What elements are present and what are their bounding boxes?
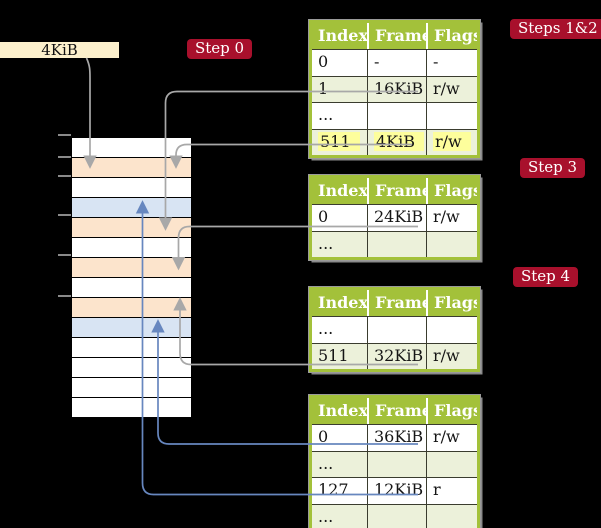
cell-index: 511 (318, 345, 349, 365)
page-table-level-3: Index Frame Flags 0 24KiB r/w ... (308, 174, 481, 261)
memory-frame-table (72, 157, 191, 177)
cell-index: ... (318, 319, 334, 338)
cell-index: ... (318, 453, 334, 473)
memory-frame-table (72, 257, 191, 277)
cell-frame (367, 451, 426, 477)
page-table-level-4: Index Frame Flags 0 - - 1 16KiB r/w ... … (308, 19, 481, 159)
memory-frame-free (72, 277, 191, 297)
cell-frame: - (367, 50, 426, 76)
cell-frame (367, 231, 426, 257)
table-row: 127 12KiB r (312, 477, 477, 504)
address-tick (58, 254, 71, 256)
cell-index: ... (318, 233, 334, 253)
cell-frame (367, 504, 426, 528)
address-tick (58, 156, 71, 158)
cell-frame: 4KiB (367, 129, 426, 155)
cell-frame: 32KiB (367, 343, 426, 369)
table-row: 511 32KiB r/w (312, 342, 477, 369)
memory-frame-free (72, 237, 191, 257)
column-header-flags: Flags (426, 290, 477, 316)
cell-frame (367, 103, 426, 129)
cell-index: 1 (318, 78, 329, 98)
cell-flags: r/w (426, 76, 477, 102)
cell-frame (367, 317, 426, 343)
cell-frame: 16KiB (367, 76, 426, 102)
column-header-index: Index (318, 181, 367, 200)
table-header-row: Index Frame Flags (312, 23, 477, 49)
cell-index: 0 (318, 52, 329, 71)
address-tick (58, 295, 71, 297)
physical-memory-stack (71, 137, 192, 418)
cell-index: 0 (318, 427, 329, 446)
cell-flags (426, 317, 477, 343)
cell-index: 0 (318, 207, 329, 226)
table-header-row: Index Frame Flags (312, 290, 477, 316)
cell-flags: r/w (426, 205, 477, 231)
column-header-flags: Flags (426, 178, 477, 204)
cell-frame: 36KiB (367, 425, 426, 451)
cr3-value-box: 4KiB (0, 42, 119, 58)
cell-frame: 12KiB (367, 478, 426, 504)
cell-flags: - (426, 50, 477, 76)
cell-flags: r/w (426, 343, 477, 369)
highlighted-value: r/w (433, 131, 471, 151)
address-tick (58, 214, 71, 216)
table-header-row: Index Frame Flags (312, 178, 477, 204)
memory-frame-mapped (72, 317, 191, 337)
memory-frame-free (72, 377, 191, 397)
column-header-index: Index (318, 26, 367, 45)
table-header-row: Index Frame Flags (312, 398, 477, 424)
column-header-frame: Frame (367, 23, 426, 49)
badge-step-4: Step 4 (513, 267, 579, 287)
cell-index: ... (318, 506, 334, 526)
table-row: 1 16KiB r/w (312, 75, 477, 102)
memory-frame-free (72, 337, 191, 357)
table-row: ... (312, 102, 477, 129)
highlighted-value: 511 (318, 131, 360, 151)
column-header-flags: Flags (426, 398, 477, 424)
column-header-index: Index (318, 401, 367, 420)
address-tick (58, 175, 71, 177)
memory-frame-table (72, 297, 191, 317)
cell-flags (426, 103, 477, 129)
memory-frame-free (72, 177, 191, 197)
cell-flags (426, 504, 477, 528)
column-header-frame: Frame (367, 290, 426, 316)
cell-index: 127 (318, 480, 349, 499)
badge-step-0: Step 0 (187, 39, 253, 59)
badge-step-3: Step 3 (520, 158, 586, 178)
table-row: 0 - - (312, 49, 477, 76)
memory-frame-free (72, 138, 191, 157)
table-row: ... (312, 230, 477, 257)
table-row: ... (312, 503, 477, 528)
column-header-flags: Flags (426, 23, 477, 49)
cell-flags: r (426, 478, 477, 504)
column-header-frame: Frame (367, 398, 426, 424)
cell-flags: r/w (426, 129, 477, 155)
table-row: ... (312, 450, 477, 477)
badge-steps-1-2: Steps 1&2 (510, 19, 601, 39)
memory-frame-free (72, 357, 191, 377)
column-header-frame: Frame (367, 178, 426, 204)
page-table-level-1: Index Frame Flags 0 36KiB r/w ... 127 12… (308, 394, 481, 528)
page-table-level-2: Index Frame Flags ... 511 32KiB r/w (308, 286, 481, 373)
cell-flags: r/w (426, 425, 477, 451)
cell-index: 511 (312, 130, 367, 156)
column-header-index: Index (318, 293, 367, 312)
cell-flags (426, 231, 477, 257)
table-row: ... (312, 316, 477, 343)
table-row-recursive-entry: 511 4KiB r/w (312, 128, 477, 156)
memory-frame-table (72, 217, 191, 237)
memory-frame-mapped (72, 197, 191, 217)
table-row: 0 24KiB r/w (312, 204, 477, 231)
cell-frame: 24KiB (367, 205, 426, 231)
cell-index: ... (318, 105, 334, 124)
highlighted-value: 4KiB (374, 131, 425, 151)
table-row: 0 36KiB r/w (312, 424, 477, 451)
address-tick (58, 134, 71, 136)
memory-frame-free (72, 397, 191, 417)
cell-flags (426, 451, 477, 477)
